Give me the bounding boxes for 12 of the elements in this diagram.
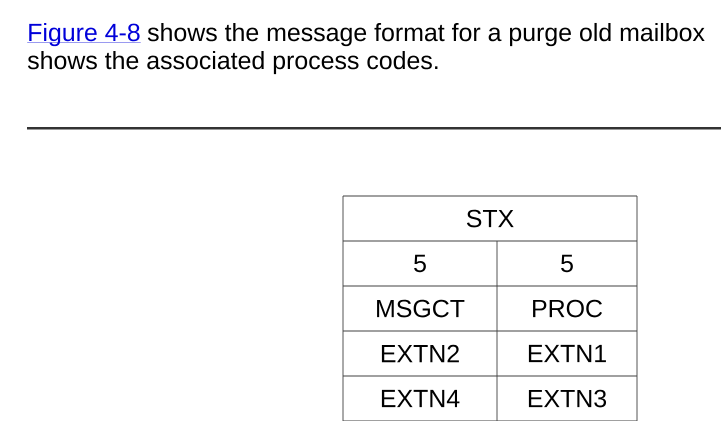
paragraph-text: shows the associated process codes. (28, 50, 438, 74)
table-cell: 5 (414, 254, 426, 272)
link: Figure 4-8 (27, 22, 141, 46)
paragraph-text: shows the message format for a purge old mailbox (148, 22, 705, 46)
table-cell: STX (466, 210, 514, 228)
table-cell: EXTN4 (382, 390, 460, 408)
table-cell: PROC (533, 300, 602, 318)
table-cell: EXTN3 (528, 390, 606, 408)
table-cell: EXTN2 (382, 344, 459, 362)
table-cell: 5 (561, 254, 573, 272)
table-cell: EXTN1 (528, 344, 606, 362)
table-cell: MSGCT (377, 300, 464, 318)
